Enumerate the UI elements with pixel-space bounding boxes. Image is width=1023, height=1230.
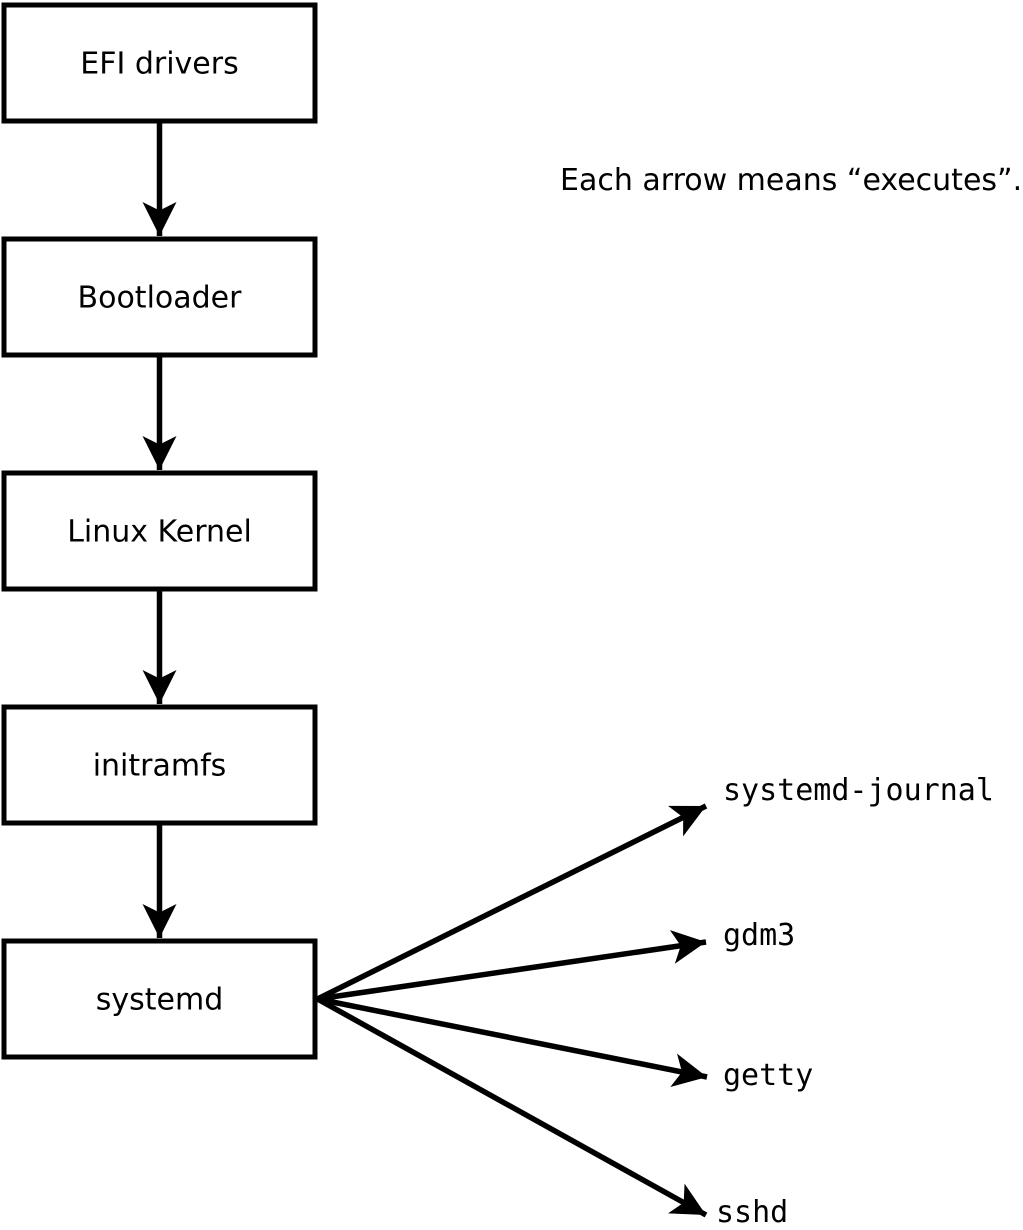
flow-box-linux-kernel [1,470,318,592]
flow-box-label-systemd: systemd [96,983,224,1018]
systemd-spawn-arrows [316,803,708,1218]
flow-box-label-efi-drivers: EFI drivers [80,47,238,82]
flow-box-systemd [1,938,318,1060]
spawned-process-labels: systemd-journal gdm3 getty sshd [716,773,994,1230]
process-label-gdm3: gdm3 [723,918,795,953]
process-label-getty: getty [723,1058,813,1093]
boot-chain: EFI drivers Bootloader Linux Kernel init… [1,2,318,1060]
process-label-sshd: sshd [716,1195,788,1230]
flow-box-label-linux-kernel: Linux Kernel [67,515,252,550]
flow-box-efi-drivers [1,2,318,124]
executes-arrow-systemd-to-sshd [316,996,708,1218]
flow-box-label-initramfs: initramfs [93,749,227,784]
process-label-systemd-journal: systemd-journal [723,773,994,808]
flow-box-bootloader [1,236,318,358]
executes-arrow-systemd-to-getty [316,996,708,1087]
executes-arrow-systemd-to-systemd-journal [316,803,708,1002]
flow-box-label-bootloader: Bootloader [78,281,243,316]
arrow-meaning-note: Each arrow means “executes”. [560,163,1022,198]
executes-arrow-systemd-to-gdm3 [317,930,707,1002]
